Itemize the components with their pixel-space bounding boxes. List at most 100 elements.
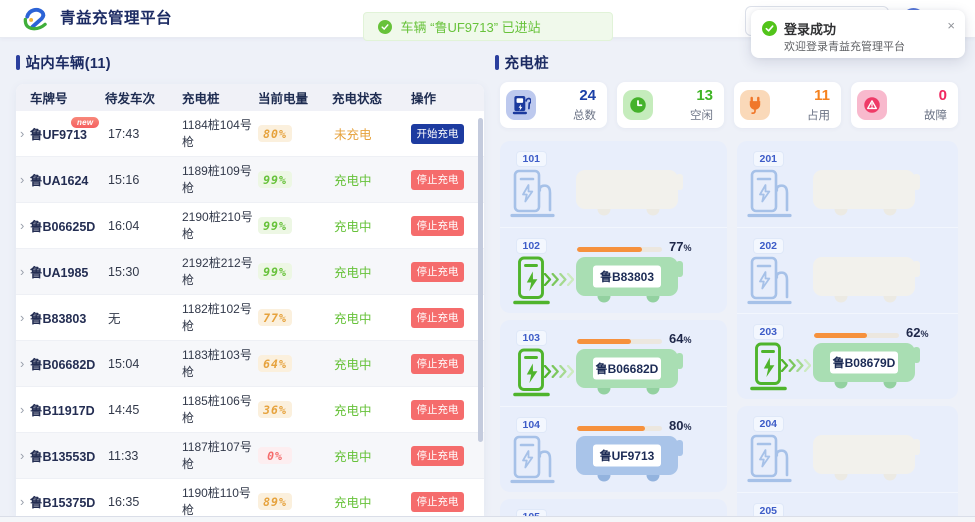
bus-icon: 鲁UF9713 bbox=[576, 436, 688, 488]
stop-charge-button[interactable]: 停止充电 bbox=[411, 215, 464, 236]
pile-gun: 2190桩210号枪 bbox=[182, 209, 253, 241]
column-header: 充电桩 bbox=[182, 92, 220, 106]
stop-charge-button[interactable]: 停止充电 bbox=[411, 399, 464, 420]
pile-row[interactable]: 201 bbox=[737, 141, 958, 227]
svg-text:鲁UF9713: 鲁UF9713 bbox=[599, 448, 655, 463]
vehicle-plate: 鲁B15375D bbox=[30, 492, 105, 511]
action-cell: 停止充电 bbox=[411, 261, 484, 282]
stop-charge-button[interactable]: 停止充电 bbox=[411, 491, 464, 512]
charge-status: 充电中 bbox=[334, 174, 372, 188]
notification-body: 欢迎登录青益充管理平台 bbox=[784, 41, 905, 53]
vehicle-plate-text: 鲁UA1985 bbox=[30, 266, 89, 280]
vehicle-plate-text: 鲁B11917D bbox=[30, 404, 95, 418]
action-cell: 停止充电 bbox=[411, 491, 484, 512]
pile-row[interactable]: 101 bbox=[500, 141, 727, 227]
stop-charge-button[interactable]: 停止充电 bbox=[411, 307, 464, 328]
battery-cell: 0% bbox=[258, 446, 332, 465]
vehicle-plate: 鲁B11917D bbox=[30, 400, 105, 419]
column-header: 车牌号 bbox=[30, 92, 68, 106]
column-header: 操作 bbox=[411, 92, 437, 106]
depart-time: 14:45 bbox=[108, 402, 140, 417]
depart-time: 15:16 bbox=[108, 172, 140, 187]
pile-row[interactable]: 202 bbox=[737, 227, 958, 313]
row-expand-icon[interactable]: › bbox=[20, 172, 25, 187]
stop-charge-button[interactable]: 停止充电 bbox=[411, 353, 464, 374]
notification-title: 登录成功 bbox=[784, 22, 837, 37]
row-expand-icon[interactable]: › bbox=[20, 264, 25, 279]
charge-status: 充电中 bbox=[334, 450, 372, 464]
battery-progress-bar bbox=[577, 426, 662, 431]
row-expand-icon[interactable]: › bbox=[20, 494, 25, 509]
column-header: 充电状态 bbox=[332, 92, 383, 106]
pile-charging-icon bbox=[747, 341, 791, 397]
vehicles-table-header: 车牌号待发车次充电桩当前电量充电状态操作 bbox=[16, 84, 484, 111]
pile-gun: 1184桩104号枪 bbox=[182, 117, 252, 149]
charge-status: 充电中 bbox=[334, 220, 372, 234]
success-check-icon bbox=[377, 19, 392, 34]
battery-percent-badge: 89% bbox=[258, 492, 292, 510]
bus-icon: 鲁B06682D bbox=[576, 349, 688, 401]
pile-row[interactable]: 205 bbox=[737, 492, 958, 516]
vehicles-section-title: 站内车辆(11) bbox=[16, 52, 111, 73]
pile-idle-icon bbox=[510, 168, 556, 224]
stat-card-total: 24 总数 bbox=[500, 82, 607, 128]
app-logo-icon bbox=[23, 8, 47, 31]
pile-number-badge: 101 bbox=[516, 151, 547, 167]
vehicle-plate-text: 鲁B13553D bbox=[30, 450, 96, 464]
row-expand-icon[interactable]: › bbox=[20, 310, 25, 325]
pile-row[interactable]: 204 bbox=[737, 406, 958, 492]
vehicle-plate-text: 鲁UF9713 bbox=[30, 128, 87, 142]
start-charge-button[interactable]: 开始充电 bbox=[411, 123, 464, 144]
pile-charging-icon bbox=[510, 347, 554, 403]
stop-charge-button[interactable]: 停止充电 bbox=[411, 261, 464, 282]
row-expand-icon[interactable]: › bbox=[20, 218, 25, 233]
empty-bus-icon bbox=[813, 435, 925, 487]
horizontal-scrollbar[interactable] bbox=[0, 516, 975, 522]
vehicles-table-scrollbar[interactable] bbox=[478, 118, 483, 442]
pile-idle-icon bbox=[747, 433, 793, 489]
notification-close-icon[interactable]: × bbox=[947, 18, 955, 33]
row-expand-icon[interactable]: › bbox=[20, 126, 25, 141]
depart-time: 无 bbox=[108, 312, 121, 326]
pile-row[interactable]: 105 bbox=[500, 499, 727, 516]
toast-text: 车辆 “鲁UF9713” 已进站 bbox=[400, 20, 541, 35]
vehicle-plate: 鲁B06625D bbox=[30, 216, 105, 235]
row-expand-icon[interactable]: › bbox=[20, 356, 25, 371]
action-cell: 停止充电 bbox=[411, 399, 484, 420]
depart-time: 16:35 bbox=[108, 494, 140, 509]
pile-idle-icon bbox=[747, 255, 793, 311]
stop-charge-button[interactable]: 停止充电 bbox=[411, 169, 464, 190]
vehicle-plate-text: 鲁B06625D bbox=[30, 220, 96, 234]
row-expand-icon[interactable]: › bbox=[20, 448, 25, 463]
pile-card: 105 bbox=[500, 499, 727, 516]
empty-bus-icon bbox=[813, 170, 925, 222]
battery-percent-badge: 99% bbox=[258, 216, 292, 234]
charging-arrows-icon bbox=[543, 364, 575, 383]
pile-charging-icon bbox=[510, 255, 554, 311]
stat-label: 总数 bbox=[573, 110, 596, 122]
progress-fill bbox=[577, 426, 645, 431]
battery-percent: 77% bbox=[669, 239, 692, 254]
pile-gun: 1189桩109号枪 bbox=[182, 163, 252, 195]
row-expand-icon[interactable]: › bbox=[20, 402, 25, 417]
pile-gun: 1183桩103号枪 bbox=[182, 347, 252, 379]
plug-icon bbox=[740, 90, 770, 120]
depart-time: 11:33 bbox=[108, 448, 139, 463]
battery-cell: 99% bbox=[258, 216, 332, 235]
stop-charge-button[interactable]: 停止充电 bbox=[411, 445, 464, 466]
stat-value: 13 bbox=[696, 87, 713, 104]
stat-value: 24 bbox=[579, 87, 596, 104]
title-accent-bar bbox=[495, 55, 499, 70]
